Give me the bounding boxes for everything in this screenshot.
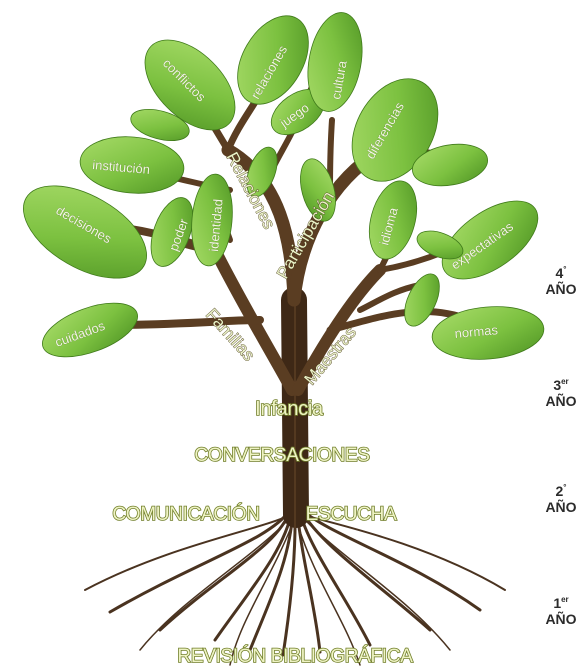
level-label-revision: REVISIÓN BIBLIOGRÁFICA [177,645,413,667]
year-label-2: 2° AÑO [540,480,582,515]
leaf-small-6 [397,269,446,332]
level-label-infancia: Infancia [255,398,324,420]
level-label-escucha: ESCUCHA [306,504,397,525]
level-label-comunicacion: COMUNICACIÓN [112,503,259,525]
year-label-4: 4° AÑO [540,262,582,297]
roots [85,510,505,665]
year-label-3: 3er AÑO [540,374,582,409]
level-label-conversaciones: CONVERSACIONES [194,445,369,466]
year-label-1: 1er AÑO [540,592,582,627]
